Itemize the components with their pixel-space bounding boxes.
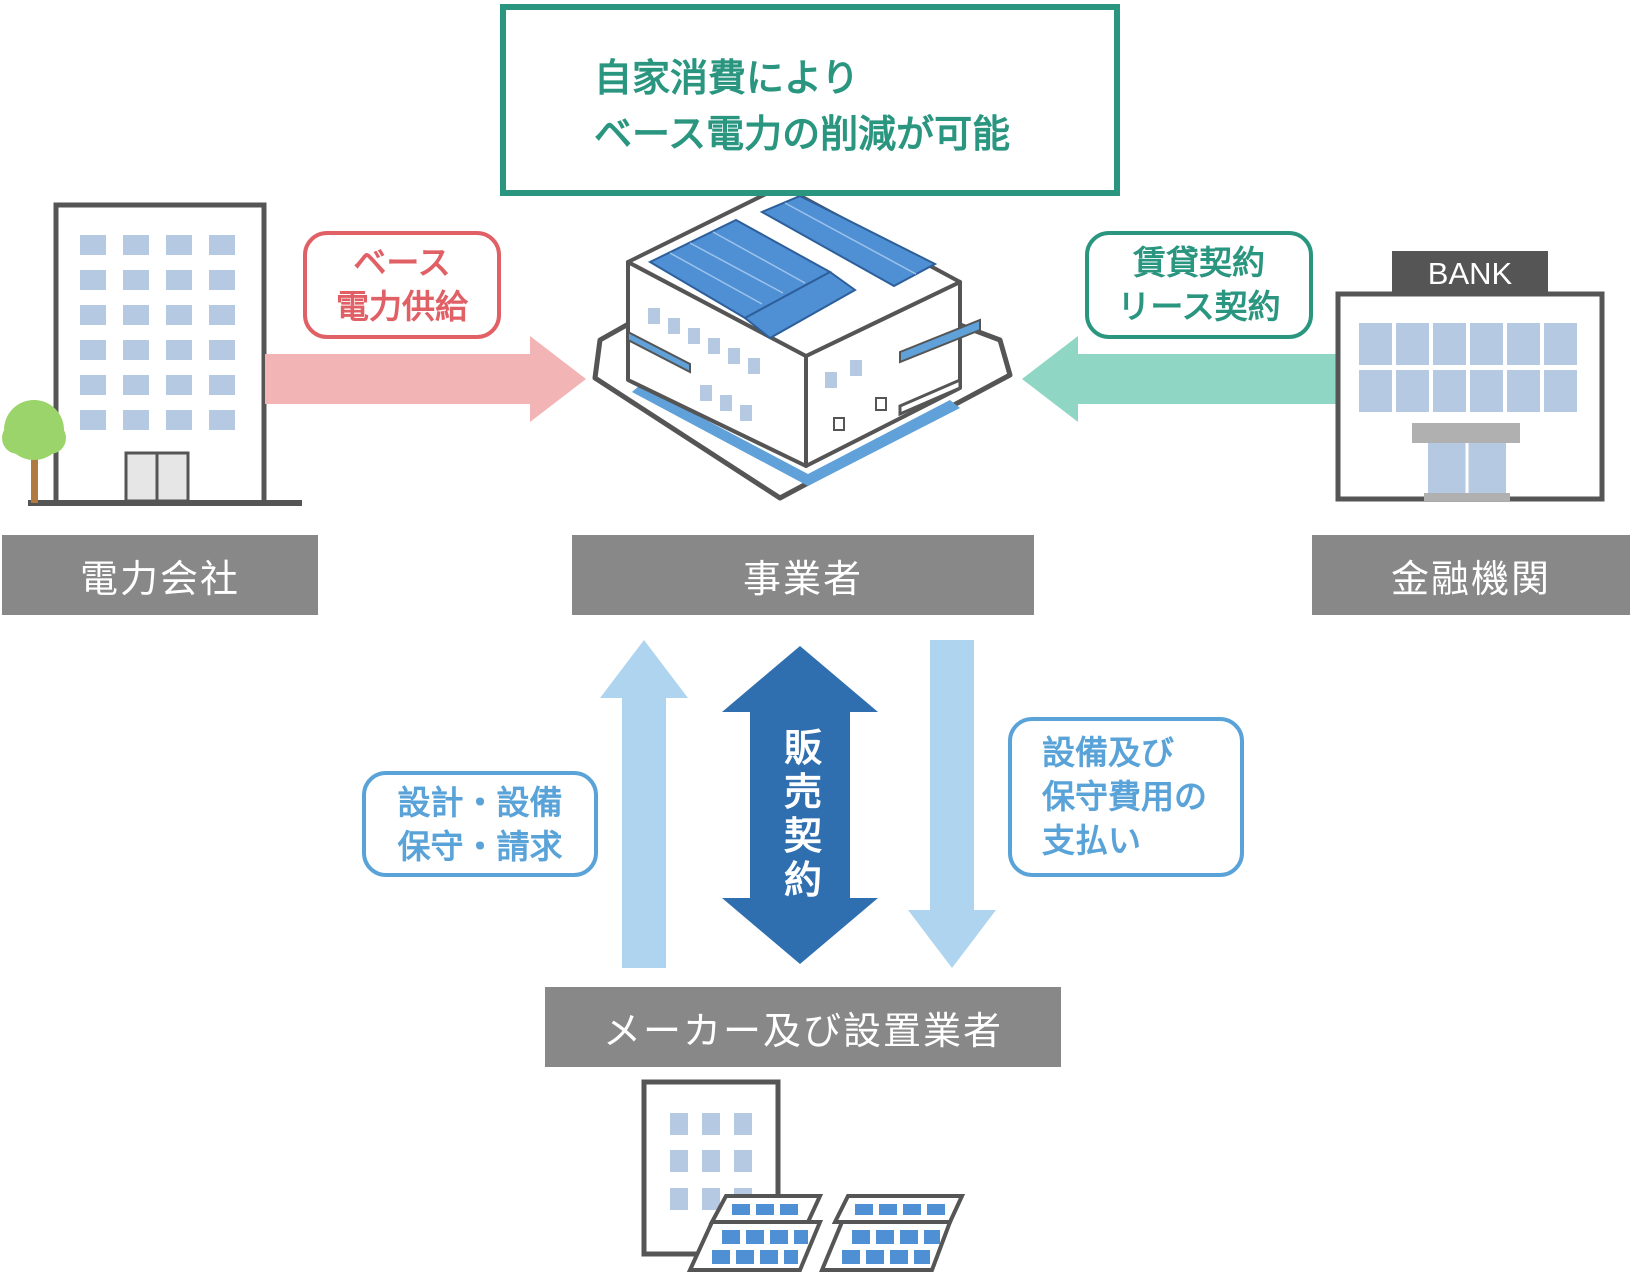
factory-solar-icon [592, 184, 1013, 501]
power-supply-line1: ベース [353, 243, 451, 282]
design-up-arrow [600, 640, 688, 968]
lease-arrow [1022, 336, 1336, 422]
bank-sign: BANK [1427, 256, 1513, 291]
payment-bubble: 設備及び 保守費用の 支払い [1008, 717, 1244, 877]
design-line2: 保守・請求 [397, 827, 563, 866]
node-power-company: 電力会社 [2, 535, 318, 615]
node-finance: 金融機関 [1312, 535, 1630, 615]
payment-line3: 支払い [1042, 821, 1141, 860]
design-line1: 設計・設備 [397, 783, 563, 822]
lease-line1: 賃貸契約 [1133, 243, 1265, 282]
lease-bubble: 賃貸契約 リース契約 [1085, 231, 1313, 339]
headline-line2: ベース電力の削減が可能 [594, 112, 1011, 156]
sales-contract-double-arrow [722, 646, 878, 964]
power-company-building-icon [28, 202, 302, 506]
headline-line1: 自家消費により [594, 56, 860, 100]
sales-contract-label: 販売契約 [783, 726, 822, 902]
payment-line2: 保守費用の [1042, 777, 1207, 816]
headline-box: 自家消費により ベース電力の削減が可能 [500, 4, 1120, 196]
bank-building-icon [1335, 251, 1605, 502]
node-maker: メーカー及び設置業者 [545, 987, 1061, 1067]
lease-line2: リース契約 [1117, 287, 1281, 326]
tree-icon [2, 400, 66, 503]
payment-line1: 設備及び [1042, 733, 1174, 772]
maker-building-solar-icon [641, 1079, 966, 1272]
design-maintenance-bubble: 設計・設備 保守・請求 [362, 771, 598, 877]
node-business: 事業者 [572, 535, 1034, 615]
power-supply-arrow [265, 336, 586, 422]
power-supply-line2: 電力供給 [336, 287, 468, 326]
power-supply-bubble: ベース 電力供給 [303, 231, 501, 339]
payment-down-arrow [908, 640, 996, 968]
